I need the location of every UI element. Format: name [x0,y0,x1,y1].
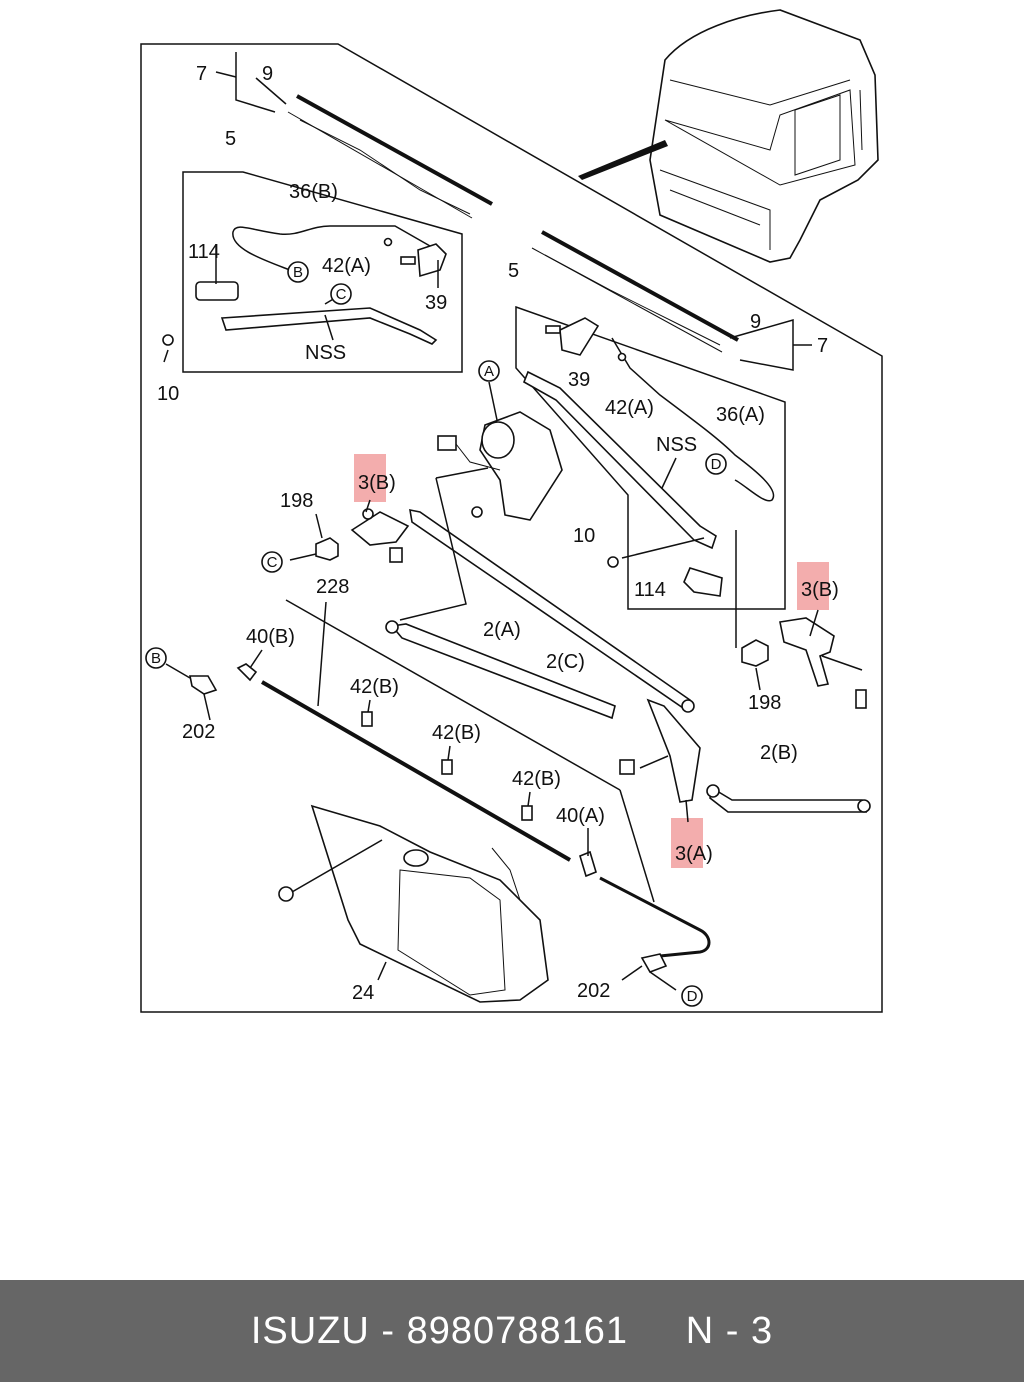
footer-bar: ISUZU - 8980788161 N - 3 [0,1280,1024,1382]
label-114-right: 114 [634,579,666,601]
label-202-left: 202 [182,721,215,743]
svg-text:D: D [711,456,722,473]
label-198-left: 198 [280,490,313,512]
wiper-blade-right [531,230,739,353]
label-3a: 3(A) [675,843,713,865]
label-10-right: 10 [573,525,595,547]
label-202-right: 202 [577,980,610,1002]
callout-c-lower: C [261,551,283,573]
pivot-3b-left [350,511,410,546]
parts-diagram: A B B C C D D 7 9 5 36(B) 114 42(A) 39 N… [140,9,883,1013]
hose-36b [232,225,431,273]
clip-42b-2 [441,759,453,775]
label-7-right: 7 [817,335,828,357]
label-9-left: 9 [262,63,273,85]
highlight-3b-right [797,562,829,610]
svg-text:B: B [151,650,161,667]
footer-text: ISUZU - 8980788161 N - 3 [250,1309,774,1352]
label-2c: 2(C) [546,651,585,673]
label-114-left: 114 [188,241,220,263]
pump-114-left [195,281,239,301]
label-24: 24 [352,982,374,1004]
washer-hose-228 [260,680,572,862]
wiper-arm-nss-right [522,370,717,550]
callout-a: A [478,360,500,382]
label-198-right: 198 [748,692,781,714]
label-42b-3: 42(B) [512,768,561,790]
label-40b: 40(B) [246,626,295,648]
left-wiper-box [182,171,463,373]
label-36a: 36(A) [716,404,765,426]
link-rod-2a [390,623,616,720]
label-7-left: 7 [196,63,207,85]
svg-text:C: C [336,286,347,303]
bracket-7-9-right [729,319,794,371]
cab-pointer-arrow [578,140,668,180]
label-42b-1: 42(B) [350,676,399,698]
label-3b-left: 3(B) [358,472,396,494]
bushing-198-left [315,537,339,561]
label-2b: 2(B) [760,742,798,764]
wiper-blade-left [287,94,493,219]
label-39-right: 39 [568,369,590,391]
link-rod-2b [709,786,868,813]
washer-tube-40a [599,876,711,958]
crank-3a [646,698,701,803]
svg-text:B: B [293,264,303,281]
label-42a-left: 42(A) [322,255,371,277]
callout-b-lower: B [145,647,167,669]
fitting-40b [236,663,258,682]
label-39-left: 39 [425,292,447,314]
nozzle-202-right [640,953,668,973]
bushing-198-right [741,639,769,667]
label-36b: 36(B) [289,181,338,203]
clip-42b-3 [521,805,533,821]
wiper-arm-nss-left [220,307,438,345]
label-228: 228 [316,576,349,598]
svg-text:C: C [267,554,278,571]
right-wiper-box [515,305,786,610]
nozzle-202-left [189,675,218,695]
label-2a: 2(A) [483,619,521,641]
label-5-right: 5 [508,260,519,282]
wiper-motor [437,411,563,521]
label-3b-right: 3(B) [801,579,839,601]
highlight-3a [671,818,703,868]
bracket-7-9-left [235,52,276,113]
label-40a: 40(A) [556,805,605,827]
svg-text:D: D [687,988,698,1005]
callout-d-lower: D [681,985,703,1007]
main-frame [140,43,883,1013]
washer-tank [278,804,549,1003]
clip-42b-1 [361,711,373,727]
svg-text:A: A [484,363,494,380]
label-42a-right: 42(A) [605,397,654,419]
label-10-left: 10 [157,383,179,405]
callout-c-left-box: C [330,283,352,305]
callout-b-left-box: B [287,261,309,283]
label-9-right: 9 [750,311,761,333]
fitting-40a [579,850,597,878]
label-nss-left: NSS [305,342,346,364]
label-nss-right: NSS [656,434,697,456]
pivot-3b-right [779,617,835,687]
label-5-left: 5 [225,128,236,150]
label-42b-2: 42(B) [432,722,481,744]
hose-36a [611,337,775,502]
highlight-3b-left [354,454,386,502]
truck-cab [649,9,879,263]
callout-d-right-box: D [705,453,727,475]
